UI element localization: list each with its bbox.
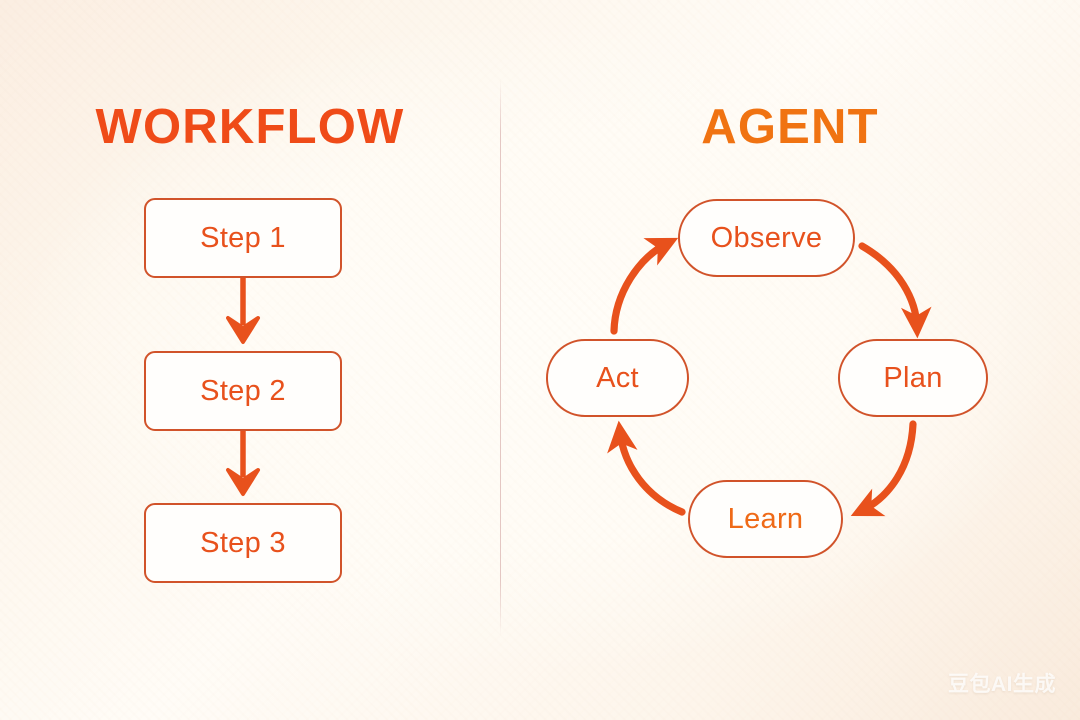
agent-node-act[interactable]: Act — [546, 339, 689, 417]
agent-arrow-plan-learn — [850, 420, 917, 517]
workflow-step-box-3[interactable]: Step 3 — [144, 503, 342, 583]
workflow-step-box-1[interactable]: Step 1 — [144, 198, 342, 278]
workflow-arrow-step2-step3 — [226, 431, 260, 496]
workflow-panel-title: WORKFLOW — [95, 100, 405, 154]
agent-node-label-act: Act — [596, 361, 639, 394]
agent-node-observe[interactable]: Observe — [678, 199, 855, 277]
agent-arrow-act-observe — [610, 237, 679, 335]
workflow-step-label-1: Step 1 — [200, 221, 286, 254]
workflow-step-label-2: Step 2 — [200, 374, 286, 407]
watermark: 豆包AI生成 — [948, 673, 1056, 696]
workflow-step-label-3: Step 3 — [200, 526, 286, 559]
panel-divider — [500, 78, 501, 636]
agent-arrow-learn-act — [607, 420, 686, 516]
agent-node-label-observe: Observe — [710, 221, 823, 254]
agent-node-label-learn: Learn — [727, 502, 804, 535]
workflow-step-box-2[interactable]: Step 2 — [144, 351, 342, 431]
agent-node-plan[interactable]: Plan — [838, 339, 988, 417]
workflow-arrow-step1-step2 — [226, 278, 260, 344]
agent-node-learn[interactable]: Learn — [688, 480, 843, 558]
agent-node-label-plan: Plan — [883, 361, 943, 394]
agent-arrow-observe-plan — [858, 242, 932, 339]
agent-panel-title: AGENT — [701, 100, 879, 154]
